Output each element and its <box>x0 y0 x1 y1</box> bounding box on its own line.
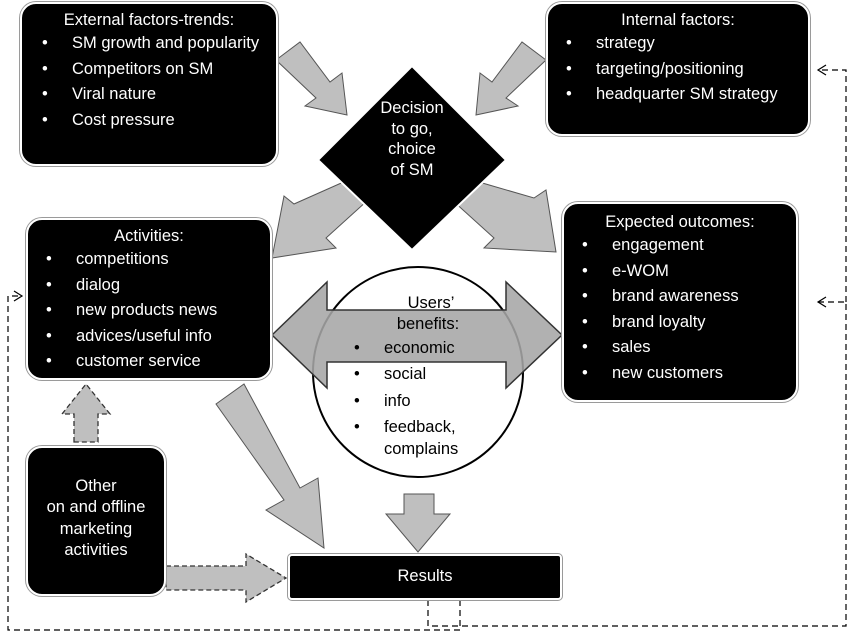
arrow-external-to-decision <box>275 41 348 116</box>
outcome-item: engagement <box>568 235 792 257</box>
internal-factor-item: strategy <box>552 33 804 55</box>
outcome-item: e-WOM <box>568 261 792 283</box>
benefit-item: economic <box>352 338 492 360</box>
results-label: Results <box>397 567 453 586</box>
benefit-item: social <box>352 364 492 386</box>
results-box: Results <box>288 554 562 600</box>
expected-outcomes-title: Expected outcomes: <box>605 213 755 231</box>
outcome-item: new customers <box>568 363 792 385</box>
expected-outcomes-box: Expected outcomes: engagement e-WOM bran… <box>562 202 798 402</box>
arrow-internal-to-decision <box>475 41 547 116</box>
expected-outcomes-list: engagement e-WOM brand awareness brand l… <box>568 235 792 384</box>
arrow-other-to-activities <box>60 382 112 443</box>
outcome-item: brand awareness <box>568 286 792 308</box>
users-benefits-title: benefits: <box>396 315 460 334</box>
external-factors-box: External factors-trends: SM growth and p… <box>20 2 278 166</box>
activity-item: advices/useful info <box>32 326 266 348</box>
activity-item: competitions <box>32 249 266 271</box>
other-activities-line: on and offline <box>46 498 146 517</box>
loop-arrowhead-activities <box>13 290 24 302</box>
arrow-benefits-to-results <box>384 493 452 553</box>
outcome-item: brand loyalty <box>568 312 792 334</box>
activities-box: Activities: competitions dialog new prod… <box>26 218 272 380</box>
external-factors-list: SM growth and popularity Competitors on … <box>28 33 270 131</box>
external-factor-item: Cost pressure <box>28 110 270 132</box>
external-factors-title: External factors-trends: <box>63 11 235 29</box>
internal-factor-item: targeting/positioning <box>552 59 804 81</box>
decision-label-line: of SM <box>390 160 434 179</box>
decision-label: Decision to go, choice of SM <box>362 98 462 181</box>
external-factor-item: SM growth and popularity <box>28 33 270 55</box>
outcome-item: sales <box>568 337 792 359</box>
other-activities-box: Other on and offline marketing activitie… <box>26 446 166 596</box>
feedback-loop-line-left <box>7 295 461 631</box>
feedback-loop-line <box>427 69 847 627</box>
users-benefits-list: economic social info feedback, complains <box>352 338 492 460</box>
internal-factor-item: headquarter SM strategy <box>552 84 804 106</box>
other-activities-line: activities <box>64 541 128 560</box>
internal-factors-list: strategy targeting/positioning headquart… <box>552 33 804 106</box>
external-factor-item: Viral nature <box>28 84 270 106</box>
decision-label-line: choice <box>388 140 436 159</box>
activities-title: Activities: <box>114 227 184 245</box>
benefit-item: info <box>352 391 492 413</box>
other-activities-line: marketing <box>59 519 133 538</box>
decision-label-line: Decision <box>380 99 444 117</box>
activity-item: dialog <box>32 275 266 297</box>
external-factor-item: Competitors on SM <box>28 59 270 81</box>
internal-factors-box: Internal factors: strategy targeting/pos… <box>546 2 810 136</box>
activity-item: customer service <box>32 351 266 373</box>
activities-list: competitions dialog new products news ad… <box>32 249 266 373</box>
users-benefits-title: Users’ <box>407 294 455 312</box>
activity-item: new products news <box>32 300 266 322</box>
loop-arrowhead-outcomes <box>816 296 827 308</box>
arrow-other-to-results <box>165 552 288 604</box>
loop-arrowhead-internal <box>816 64 827 76</box>
users-benefits: Users’ benefits: economic social info fe… <box>352 293 492 465</box>
decision-diamond <box>316 64 508 252</box>
internal-factors-title: Internal factors: <box>621 11 735 29</box>
other-activities-line: Other <box>75 477 117 495</box>
decision-label-line: to go, <box>391 119 433 138</box>
arrow-decision-to-activities <box>271 179 369 259</box>
benefit-item: feedback, complains <box>352 417 474 460</box>
arrow-activities-to-results <box>215 383 325 549</box>
